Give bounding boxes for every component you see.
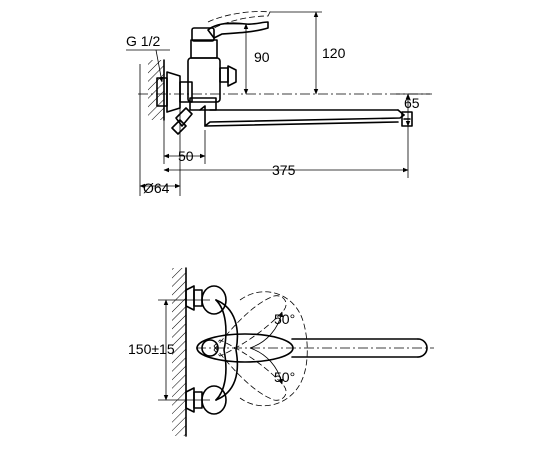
- dimension-150: 150±15: [128, 299, 210, 401]
- dimension-50-label: 50: [178, 148, 194, 164]
- angle-lower-label: 50°: [274, 369, 295, 385]
- spout: [199, 105, 413, 127]
- handle-rotation-ghost: [213, 291, 308, 407]
- dimension-375-label: 375: [272, 162, 296, 178]
- dimension-65-label: 65: [404, 95, 420, 111]
- dimension-diameter-label: Ø64: [143, 180, 170, 196]
- lever-handle: [207, 11, 271, 39]
- dimension-50: 50: [163, 110, 206, 164]
- upper-eccentric: [185, 285, 227, 315]
- mixer-body-plan: [215, 299, 239, 401]
- dimension-120-label: 120: [322, 45, 346, 61]
- dimension-120: 120: [270, 11, 346, 95]
- thread-label: G 1/2: [126, 33, 160, 49]
- dimension-90: 90: [222, 23, 270, 95]
- wall-hatch-top: [148, 59, 165, 121]
- plan-view: 150±15 50° 50°: [128, 267, 434, 437]
- dimension-90-label: 90: [254, 49, 270, 65]
- thread-callout: G 1/2: [126, 33, 170, 83]
- dimension-diameter: Ø64: [139, 64, 181, 196]
- side-view: 90 120 65 G 1/2 50: [126, 11, 432, 196]
- mixer-body: [171, 27, 237, 135]
- dimension-375: 375: [163, 126, 409, 178]
- dimension-150-label: 150±15: [128, 341, 175, 357]
- dimension-65: 65: [396, 93, 432, 127]
- angle-upper-label: 50°: [274, 311, 295, 327]
- angle-annotations: 50° 50°: [249, 311, 295, 385]
